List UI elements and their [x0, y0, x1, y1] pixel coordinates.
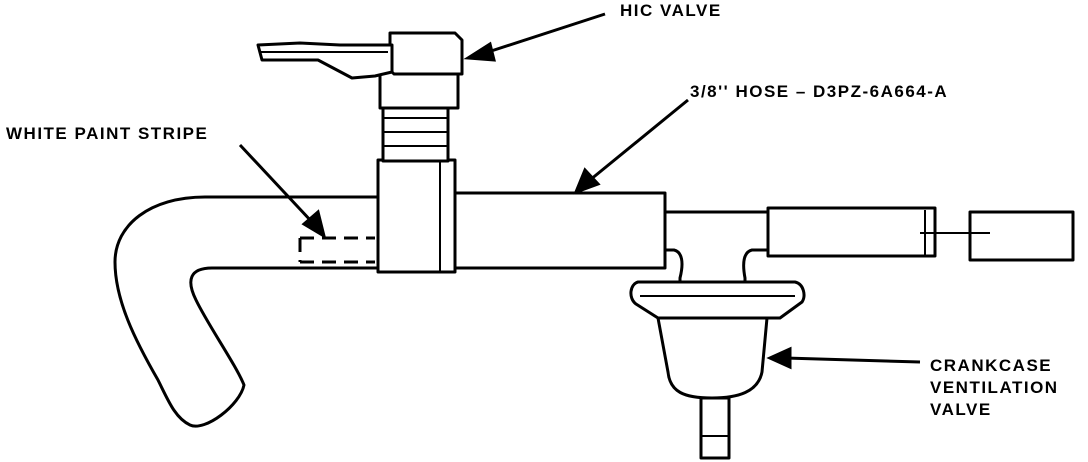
- pcv-arrowhead: [766, 346, 792, 370]
- main-hose: [453, 191, 667, 270]
- small-hose-segment-2: [968, 210, 1075, 262]
- crankcase-label-line-2: VENTILATION: [930, 378, 1059, 397]
- curved-hose: [113, 195, 382, 428]
- white-paint-stripe: [298, 236, 375, 264]
- stripe-arrowhead: [301, 209, 327, 240]
- pcv-leader-line: [784, 356, 921, 364]
- small-hose-segment-1: [766, 206, 937, 258]
- hic-arrowhead: [463, 41, 496, 62]
- crankcase-label-line-1: CRANKCASE: [930, 356, 1053, 375]
- stripe-leader-line: [238, 143, 314, 224]
- white-paint-stripe-label: WHITE PAINT STRIPE: [6, 124, 209, 143]
- hic-valve-cap: [388, 31, 464, 76]
- pcv-valve-flange: [629, 280, 806, 320]
- tee-connector: [663, 210, 770, 284]
- bimetal-arm: [256, 41, 394, 80]
- crankcase-ventilation-valve-label: CRANKCASE VENTILATION VALVE: [930, 355, 1059, 421]
- hic-valve-label: HIC VALVE: [620, 1, 722, 20]
- hic-valve-body: [378, 68, 460, 110]
- pcv-valve-body: [656, 316, 769, 400]
- hose-arrowhead: [573, 167, 601, 195]
- hose-label: 3/8'' HOSE – D3PZ-6A664-A: [690, 82, 949, 101]
- pcv-valve-nipple: [699, 396, 731, 460]
- hic-tee-housing: [376, 158, 457, 274]
- hose-leader-line: [589, 98, 689, 182]
- crankcase-label-line-3: VALVE: [930, 400, 992, 419]
- hic-leader-line: [484, 12, 606, 55]
